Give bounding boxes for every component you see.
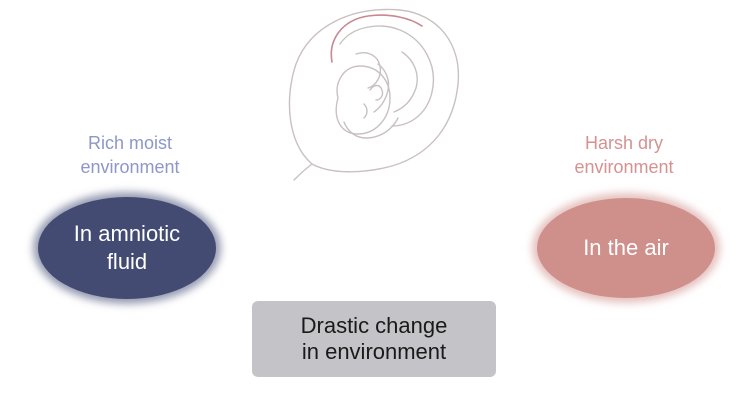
drastic-change-label: Drastic change in environment [300, 313, 448, 364]
fetus-back [339, 25, 434, 127]
womb-outline [288, 8, 460, 173]
fetus-leg-2 [355, 52, 382, 89]
amniotic-fluid-label: In amniotic fluid [73, 221, 181, 274]
amniotic-fluid-ellipse: In amniotic fluid [38, 197, 216, 299]
cervix-line [293, 163, 313, 181]
fetus-in-womb-icon [288, 8, 460, 181]
in-the-air-label: In the air [583, 235, 669, 260]
drastic-change-box: Drastic change in environment [252, 301, 496, 377]
harsh-dry-caption: Harsh dry environment [574, 133, 674, 177]
fetus-ear [363, 103, 368, 119]
fetus-chin [343, 117, 399, 139]
umbilical-cord [330, 14, 423, 63]
fetus-head [335, 65, 391, 135]
fetus-arm [373, 63, 390, 113]
rich-moist-caption: Rich moist environment [80, 133, 180, 177]
fetus-hand [369, 84, 384, 101]
fetus-leg [393, 51, 418, 113]
in-the-air-ellipse: In the air [537, 198, 715, 298]
